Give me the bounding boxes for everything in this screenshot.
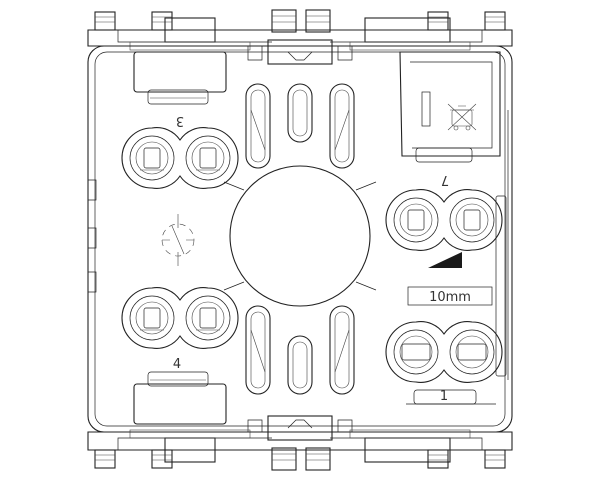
strip-length-label: 10mm bbox=[429, 290, 471, 305]
pocket-upper-left bbox=[133, 51, 227, 105]
weee-crossed-bin-icon bbox=[447, 103, 477, 131]
terminal-4-label: 4 bbox=[173, 357, 181, 372]
top-clips bbox=[94, 9, 506, 33]
terminal-1 bbox=[385, 321, 503, 383]
direction-triangle-icon bbox=[428, 252, 462, 268]
pocket-lower-left bbox=[133, 371, 227, 425]
vent-slots-upper bbox=[245, 83, 355, 169]
terminal-7 bbox=[385, 189, 503, 251]
compartment-upper-right bbox=[399, 51, 501, 163]
center-mechanism bbox=[223, 165, 377, 307]
bottom-clips bbox=[94, 447, 506, 471]
terminal-4 bbox=[121, 287, 239, 349]
strip-gauge-box bbox=[407, 286, 493, 306]
terminal-1-label: 1 bbox=[440, 389, 448, 404]
terminal-3-label: 3 bbox=[176, 113, 184, 128]
terminal-7-label: 7 bbox=[441, 172, 449, 187]
terminal-3 bbox=[121, 127, 239, 189]
housing-body bbox=[87, 45, 513, 433]
vent-slots-lower bbox=[245, 305, 355, 395]
pocket-lower-right bbox=[406, 389, 496, 405]
earth-ground-symbol-icon bbox=[161, 214, 195, 266]
